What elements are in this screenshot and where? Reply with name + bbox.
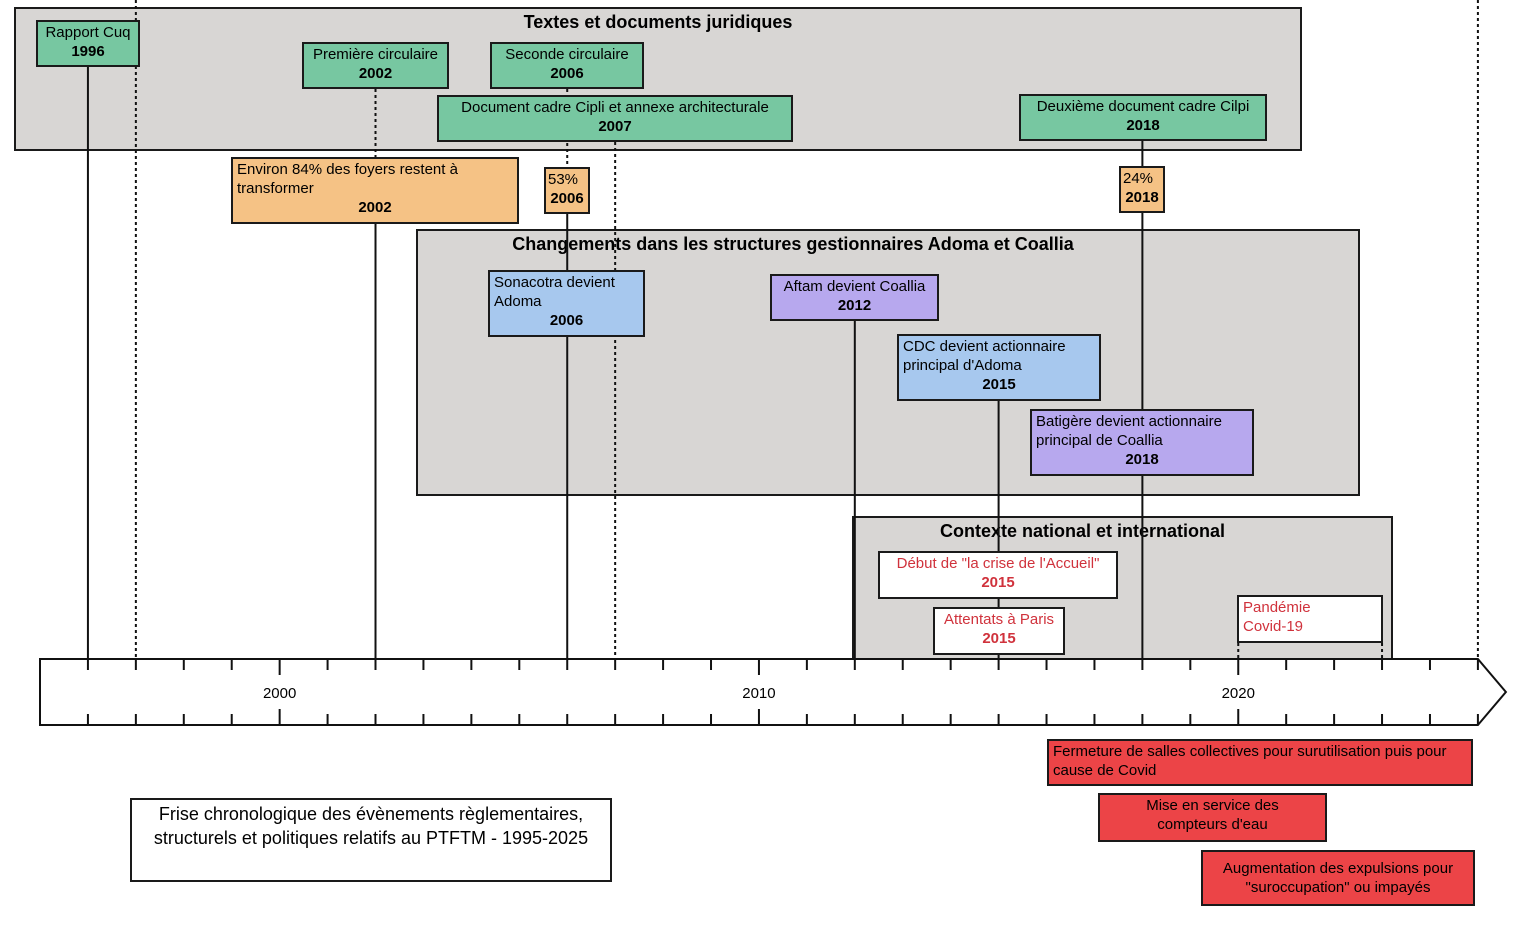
event-seconde-circulaire: Seconde circulaire 2006 — [490, 42, 644, 89]
event-year: 2015 — [982, 630, 1016, 647]
axis-label-2000: 2000 — [263, 685, 296, 702]
event-year: 2006 — [550, 65, 584, 82]
event-label: Début de "la crise de l'Accueil" — [896, 555, 1100, 572]
event-batigere-coallia: Batigère devient actionnaire principal d… — [1030, 409, 1254, 476]
event-fermeture-salles: Fermeture de salles collectives pour sur… — [1047, 739, 1473, 786]
axis-label-2010: 2010 — [742, 685, 775, 702]
event-label: Première circulaire — [312, 46, 439, 63]
event-expulsions: Augmentation des expulsions pour "surocc… — [1201, 850, 1475, 906]
event-label: Pandémie Covid-19 — [1243, 599, 1311, 635]
group-title: Contexte national et international — [939, 521, 1226, 541]
event-label: Attentats à Paris — [943, 611, 1055, 628]
group-title: Textes et documents juridiques — [523, 12, 793, 32]
event-document-cadre: Document cadre Cipli et annexe architect… — [437, 95, 793, 142]
timeline-axis: 2000 2010 2020 — [39, 658, 1508, 726]
event-year: 1996 — [71, 43, 105, 60]
event-year: 2002 — [358, 65, 393, 82]
event-pandemie-covid: Pandémie Covid-19 — [1237, 595, 1383, 643]
event-year: 2015 — [981, 574, 1015, 591]
event-deuxieme-document-cadre: Deuxième document cadre Cilpi 2018 — [1019, 94, 1267, 141]
event-24-percent: 24% 2018 — [1119, 166, 1165, 213]
caption-text: Frise chronologique des évènements règle… — [153, 804, 589, 848]
group-title: Changements dans les structures gestionn… — [512, 234, 1074, 254]
event-aftam-coallia: Aftam devient Coallia 2012 — [770, 274, 939, 321]
event-year: 2015 — [982, 376, 1016, 393]
event-year: 2007 — [598, 118, 632, 135]
event-label: Batigère devient actionnaire principal d… — [1036, 413, 1222, 449]
event-label: Aftam devient Coallia — [783, 278, 926, 295]
event-year: 2006 — [550, 190, 584, 207]
event-year: 2006 — [549, 312, 584, 329]
event-year: 2018 — [1125, 451, 1159, 468]
event-compteurs-eau: Mise en service des compteurs d'eau — [1098, 793, 1327, 842]
event-label: Sonacotra devient Adoma — [494, 274, 615, 310]
event-foyers-84-percent: Environ 84% des foyers restent à transfo… — [231, 157, 519, 224]
event-label: CDC devient actionnaire principal d'Adom… — [903, 338, 1066, 374]
event-label: Mise en service des compteurs d'eau — [1146, 797, 1279, 833]
event-label: Deuxième document cadre Cilpi — [1036, 98, 1250, 115]
event-sonacotra-adoma: Sonacotra devient Adoma 2006 — [488, 270, 645, 337]
event-label: 53% — [548, 171, 579, 188]
timeline-caption: Frise chronologique des évènements règle… — [130, 798, 612, 882]
event-premiere-circulaire: Première circulaire 2002 — [302, 42, 449, 89]
event-label: Environ 84% des foyers restent à transfo… — [237, 161, 458, 197]
event-cdc-adoma: CDC devient actionnaire principal d'Adom… — [897, 334, 1101, 401]
event-label: Fermeture de salles collectives pour sur… — [1053, 743, 1447, 779]
event-label: Document cadre Cipli et annexe architect… — [461, 99, 769, 116]
event-year: 2018 — [1126, 117, 1160, 134]
event-crise-accueil: Début de "la crise de l'Accueil" 2015 — [878, 551, 1118, 599]
event-label: Seconde circulaire — [505, 46, 629, 63]
event-rapport-cuq: Rapport Cuq 1996 — [36, 20, 140, 67]
event-53-percent: 53% 2006 — [544, 167, 590, 214]
axis-label-2020: 2020 — [1222, 685, 1255, 702]
event-year: 2018 — [1125, 189, 1159, 206]
event-label: Augmentation des expulsions pour "surocc… — [1222, 860, 1454, 896]
event-year: 2012 — [837, 297, 872, 314]
event-year: 2002 — [358, 199, 392, 216]
event-label: 24% — [1123, 170, 1154, 187]
event-attentats-paris: Attentats à Paris 2015 — [933, 607, 1065, 655]
event-label: Rapport Cuq — [45, 24, 131, 41]
